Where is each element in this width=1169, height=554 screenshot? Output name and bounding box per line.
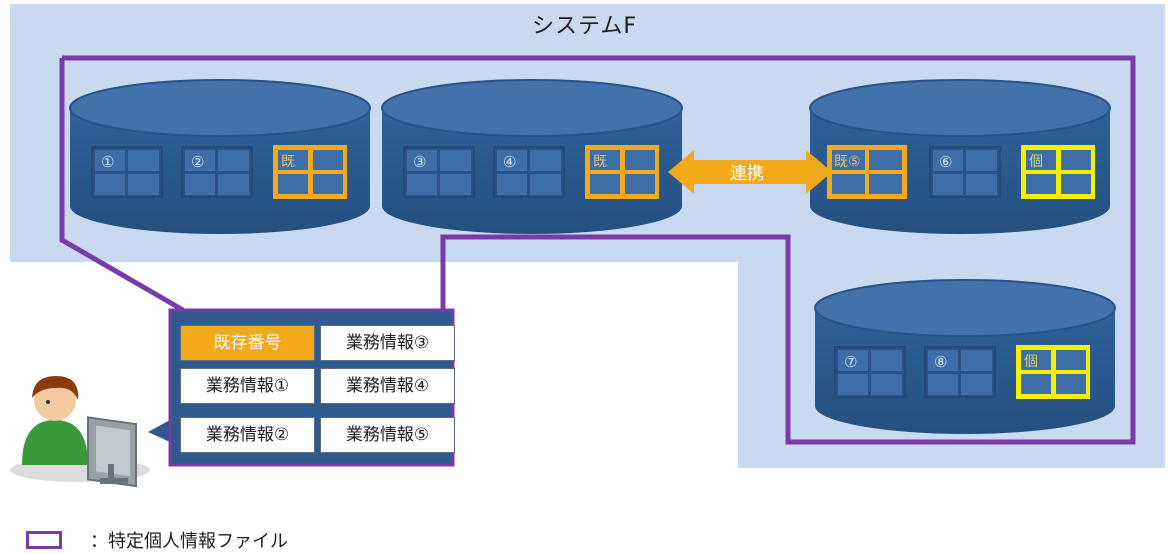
db1-grid-3: 既 bbox=[273, 145, 347, 199]
callout-line-left bbox=[59, 58, 185, 313]
database-1: ① ② 既 bbox=[69, 79, 371, 234]
db3-cell-3-label: 個 bbox=[1029, 154, 1043, 170]
db1-cell-1-label: ① bbox=[101, 153, 114, 171]
legend-text: ：特定個人情報ファイル bbox=[90, 531, 288, 552]
db1-cell-3-label: 既 bbox=[281, 154, 295, 170]
info-item-business-4: 業務情報④ bbox=[320, 368, 455, 404]
db4-cell-1-label: ⑦ bbox=[844, 353, 857, 371]
db2-grid-3: 既 bbox=[585, 145, 659, 199]
db4-grid-2: ⑧ bbox=[924, 346, 996, 398]
db4-grid-3: 個 bbox=[1016, 345, 1090, 399]
database-4: ⑦ ⑧ 個 bbox=[814, 279, 1116, 434]
db2-grid-1: ③ bbox=[403, 146, 475, 198]
db2-cell-3-label: 既 bbox=[593, 154, 607, 170]
database-3: 既⑤ ⑥ 個 bbox=[809, 79, 1111, 234]
db1-grid-1: ① bbox=[91, 146, 163, 198]
db4-grid-1: ⑦ bbox=[834, 346, 906, 398]
db2-grid-2: ④ bbox=[493, 146, 565, 198]
user-pc-illustration bbox=[10, 376, 150, 488]
personal-info-file-frame bbox=[62, 55, 1136, 445]
db4-cell-3-label: 個 bbox=[1024, 354, 1038, 370]
db3-grid-1: 既⑤ bbox=[827, 145, 907, 199]
db3-grid-3: 個 bbox=[1021, 145, 1095, 199]
db3-cell-2-label: ⑥ bbox=[939, 153, 952, 171]
link-label: 連携 bbox=[730, 164, 764, 184]
info-item-business-3: 業務情報③ bbox=[320, 325, 455, 361]
db2-cell-2-label: ④ bbox=[503, 153, 516, 171]
link-arrow: 連携 bbox=[668, 150, 832, 194]
system-title: システムF bbox=[532, 14, 637, 39]
info-item-business-5: 業務情報⑤ bbox=[320, 417, 455, 453]
info-item-business-2: 業務情報② bbox=[180, 417, 315, 453]
db2-cell-1-label: ③ bbox=[413, 153, 426, 171]
info-item-business-1: 業務情報① bbox=[180, 368, 315, 404]
db3-grid-2: ⑥ bbox=[929, 146, 1001, 198]
info-item-existing-number: 既存番号 bbox=[180, 325, 315, 361]
db1-cell-2-label: ② bbox=[191, 153, 204, 171]
db4-cell-2-label: ⑧ bbox=[934, 353, 947, 371]
db1-grid-2: ② bbox=[181, 146, 253, 198]
database-2: ③ ④ 既 bbox=[381, 79, 683, 234]
db3-cell-1-label: 既⑤ bbox=[834, 154, 861, 170]
legend-purple-box-icon bbox=[26, 531, 62, 549]
